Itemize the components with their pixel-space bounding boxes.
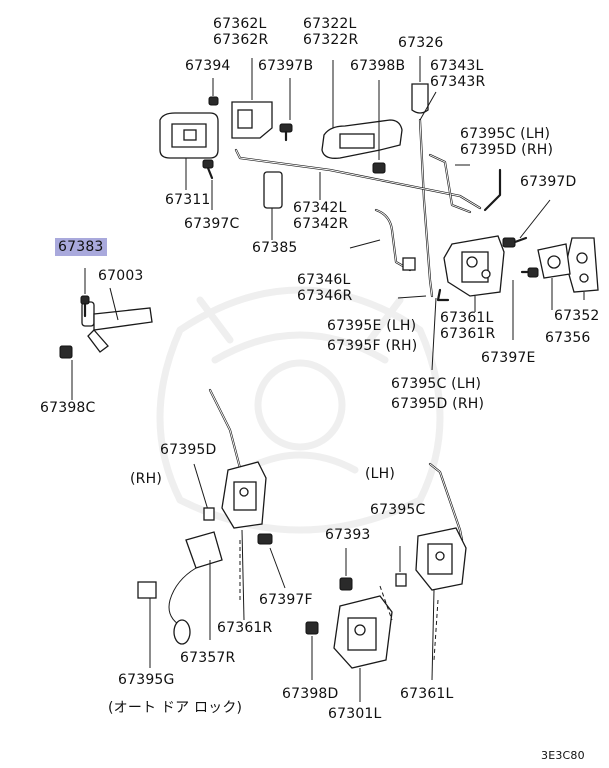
label-67397f: 67397F: [259, 592, 313, 608]
screw-67397b: [279, 78, 293, 142]
label-67395cd-top: 67395C (LH)67395D (RH): [460, 126, 554, 158]
label-67385: 67385: [252, 240, 298, 256]
outside-handle-67322: [321, 60, 403, 159]
label-67395cd-mid: 67395C (LH)67395D (RH): [391, 376, 485, 412]
screw-67397d-top: [502, 199, 551, 248]
label-67397c: 67397C: [184, 216, 240, 232]
clip-lh-bracket: [395, 546, 407, 587]
lock-assembly-67361-top: [436, 235, 505, 312]
label-67326: 67326: [398, 35, 444, 51]
label-67301l: 67301L: [328, 706, 382, 722]
label-auto-door-lock: (オート ドア ロック): [108, 700, 243, 716]
label-67361r: 67361R: [217, 620, 273, 636]
label-67398d: 67398D: [282, 686, 339, 702]
rod-67346: [349, 208, 416, 272]
label-67356: 67356: [545, 330, 591, 346]
bolt-67398c: [59, 345, 73, 400]
bolt-67397f: [257, 533, 286, 589]
lock-assembly-67361r: [221, 461, 267, 621]
screw-67397e: [512, 267, 539, 340]
clip-rh-bracket: [203, 507, 215, 521]
label-67352: 67352: [554, 308, 600, 324]
watermark-emblem: [156, 286, 444, 534]
clip-67394: [208, 78, 219, 106]
rod-67395c-lh: [428, 462, 464, 542]
label-67395d-rh: 67395D: [160, 442, 217, 458]
striker-67352: [565, 237, 599, 300]
block-67385: [263, 171, 283, 240]
door-check-67003: [81, 287, 153, 353]
label-67397d-top: 67397D: [520, 174, 577, 190]
label-67395g: 67395G: [118, 672, 175, 688]
rod-67342: [234, 148, 482, 210]
leader-67395cd-mid: [431, 297, 437, 371]
connector-67395g: [137, 581, 157, 668]
screw-67397c: [202, 159, 214, 210]
label-67311: 67311: [165, 192, 211, 208]
label-67003: 67003: [98, 268, 144, 284]
actuator-67357r: [168, 531, 223, 645]
cap-67326: [411, 56, 429, 114]
label-67394: 67394: [185, 58, 231, 74]
leader-67395ef: [397, 295, 427, 299]
rod-67395d-rh: [193, 388, 242, 511]
label-67397b: 67397B: [258, 58, 314, 74]
label-67397e: 67397E: [481, 350, 536, 366]
label-lh: (LH): [365, 466, 396, 482]
label-67361l: 67361L: [400, 686, 454, 702]
bolt-67383: [80, 268, 90, 318]
bolt-67398b: [372, 80, 386, 174]
label-67398c: 67398C: [40, 400, 96, 416]
label-67395ef: 67395E (LH)67395F (RH): [327, 318, 418, 354]
actuator-67301l: [333, 595, 393, 702]
bracket-lh-link: [379, 585, 393, 621]
lock-assembly-67361l: [415, 527, 467, 681]
inside-handle-67311: [159, 112, 219, 190]
bolt-67398d: [305, 621, 319, 680]
shim-67356: [537, 243, 571, 310]
rod-67395cd-top: [428, 153, 502, 214]
label-rh: (RH): [130, 471, 162, 487]
label-67357r: 67357R: [180, 650, 236, 666]
label-67393: 67393: [325, 527, 371, 543]
label-67395c-lh: 67395C: [370, 502, 426, 518]
label-67398b: 67398B: [350, 58, 406, 74]
nut-67393: [339, 548, 353, 591]
diagram-code: 3E3C80: [541, 749, 585, 762]
label-67383: 67383: [55, 238, 107, 256]
rod-67343: [418, 91, 437, 298]
bezel-67362: [231, 58, 273, 139]
